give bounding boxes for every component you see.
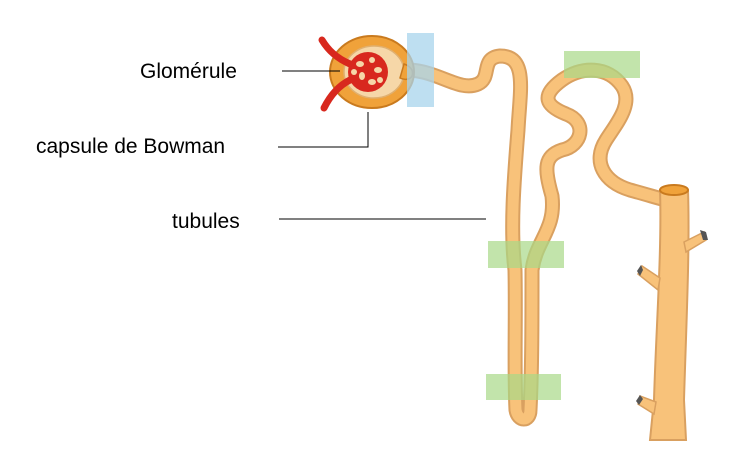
label-capsule-de-bowman: capsule de Bowman [36, 135, 226, 158]
leader-lines [278, 70, 486, 220]
highlight-box-green [564, 51, 640, 78]
highlight-box-green [486, 374, 561, 400]
afferent-arteriole [318, 36, 354, 68]
leader-capsule [278, 112, 369, 148]
branch-cap [636, 395, 643, 405]
label-glomerule: Glomérule [140, 60, 237, 83]
branch-cap [637, 265, 643, 276]
tubule-system [402, 48, 682, 427]
efferent-arteriole [320, 76, 354, 112]
highlight-box-green [488, 241, 564, 268]
tubule-fill [404, 50, 680, 425]
renal-corpuscle [318, 35, 415, 112]
label-tubules: tubules [172, 210, 240, 233]
highlight-box-blue [407, 33, 434, 107]
branch-cap [700, 230, 708, 240]
collecting-duct [636, 184, 708, 441]
